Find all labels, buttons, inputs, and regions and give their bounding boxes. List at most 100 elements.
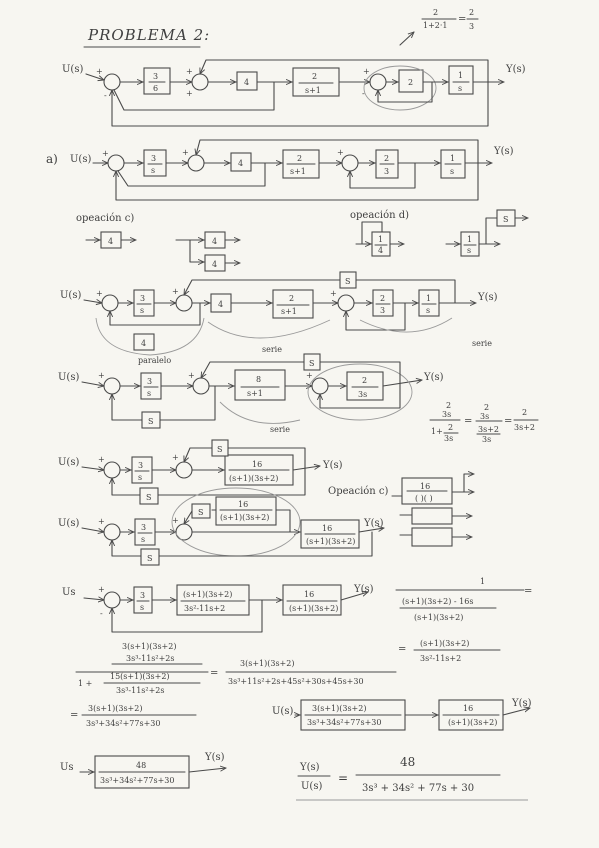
block-transfer bbox=[215, 496, 277, 526]
svg-text:U(s): U(s) bbox=[301, 781, 322, 792]
svg-text:3: 3 bbox=[147, 377, 152, 386]
svg-text:PROBLEMA 2:: PROBLEMA 2: bbox=[87, 26, 210, 44]
summing-junction bbox=[191, 73, 209, 91]
svg-text:3: 3 bbox=[384, 167, 389, 176]
svg-text:-: - bbox=[104, 91, 107, 100]
svg-text:S: S bbox=[309, 359, 314, 368]
svg-text:3s: 3s bbox=[482, 435, 491, 444]
svg-text:2: 2 bbox=[384, 154, 389, 163]
summing-junction bbox=[103, 591, 121, 609]
svg-text:U(s): U(s) bbox=[62, 64, 83, 75]
svg-text:s+1: s+1 bbox=[281, 307, 297, 316]
option-c: opeación c) 4 4 4 bbox=[76, 213, 240, 272]
svg-text:3: 3 bbox=[140, 294, 145, 303]
svg-text:=: = bbox=[504, 416, 512, 427]
svg-text:+: + bbox=[188, 371, 195, 380]
option-d: opeación d) 1 4 1 s S bbox=[350, 209, 528, 257]
svg-text:+: + bbox=[102, 149, 109, 158]
svg-text:U(s): U(s) bbox=[60, 290, 81, 301]
diagram-step-4: U(s) + 3 s + 8 s+1 + 2 3s Y(s) S S bbox=[58, 353, 444, 434]
svg-text:2: 2 bbox=[362, 376, 367, 385]
svg-text:+: + bbox=[98, 455, 105, 464]
svg-text:S: S bbox=[198, 508, 203, 517]
svg-text:2: 2 bbox=[446, 401, 451, 410]
svg-text:4: 4 bbox=[244, 78, 249, 87]
svg-text:+: + bbox=[96, 289, 103, 298]
svg-text:4: 4 bbox=[141, 339, 146, 348]
diagram-step-6: U(s) + 3 s + S 16 (s+1)(3s+2) 16 (s+1)(3… bbox=[58, 487, 384, 566]
svg-text:Y(s): Y(s) bbox=[363, 518, 384, 529]
svg-text:3s³+34s²+77s+30: 3s³+34s²+77s+30 bbox=[100, 776, 174, 785]
svg-text:Us: Us bbox=[60, 762, 74, 773]
equation-step-7: 1 (s+1)(3s+2) - 16s (s+1)(3s+2) = = (s+1… bbox=[395, 577, 532, 663]
svg-text:Y(s): Y(s) bbox=[477, 292, 498, 303]
svg-text:4: 4 bbox=[218, 300, 223, 309]
svg-text:+: + bbox=[363, 67, 370, 76]
svg-text:S: S bbox=[503, 215, 508, 224]
svg-text:+: + bbox=[98, 517, 105, 526]
summing-junction bbox=[311, 377, 329, 395]
svg-text:1: 1 bbox=[480, 577, 485, 586]
svg-text:Y(s): Y(s) bbox=[493, 146, 514, 157]
block-gain bbox=[230, 152, 252, 172]
svg-text:U(s): U(s) bbox=[70, 154, 91, 165]
diagram-a: a) U(s) + 3 s + 4 2 s+1 + 2 3 1 s Y(s) bbox=[46, 139, 514, 201]
summing-junction bbox=[187, 154, 205, 172]
svg-text:=: = bbox=[458, 14, 466, 25]
equation-step-9: = 3(s+1)(3s+2) 3s³+34s²+77s+30 bbox=[70, 704, 197, 728]
svg-text:3s: 3s bbox=[442, 410, 451, 419]
svg-text:Y(s): Y(s) bbox=[322, 460, 343, 471]
svg-text:1+: 1+ bbox=[431, 427, 443, 436]
svg-text:+: + bbox=[186, 89, 193, 98]
svg-text:+: + bbox=[172, 453, 179, 462]
svg-text:s: s bbox=[450, 167, 454, 176]
svg-text:+: + bbox=[172, 287, 179, 296]
svg-text:3s³-11s²+2s: 3s³-11s²+2s bbox=[116, 686, 165, 695]
svg-text:s+1: s+1 bbox=[247, 389, 263, 398]
diagram-step-7: Us + - 3 s (s+1)(3s+2) 3s²-11s+2 16 (s+1… bbox=[62, 584, 374, 633]
svg-text:(s+1)(3s+2): (s+1)(3s+2) bbox=[414, 613, 463, 622]
svg-text:2: 2 bbox=[312, 72, 317, 81]
svg-text:3: 3 bbox=[140, 591, 145, 600]
svg-text:=: = bbox=[398, 644, 406, 655]
svg-text:2: 2 bbox=[469, 8, 474, 17]
block-gain bbox=[140, 548, 160, 566]
equation-step-4: 2 3s 1+ 2 3s = 2 3s 3s+2 3s = 2 3s+2 bbox=[429, 401, 539, 444]
svg-text:2: 2 bbox=[433, 8, 438, 17]
equation-step-8: 3(s+1)(3s+2) 3s³-11s²+2s 1 + 15(s+1)(3s+… bbox=[75, 642, 397, 695]
diagram-final: Us 48 3s³+34s²+77s+30 Y(s) bbox=[60, 752, 226, 789]
summing-junction bbox=[175, 461, 193, 479]
svg-text:2: 2 bbox=[289, 294, 294, 303]
svg-text:s: s bbox=[147, 389, 151, 398]
svg-text:=: = bbox=[464, 416, 472, 427]
svg-text:Us: Us bbox=[62, 587, 76, 598]
svg-text:U(s): U(s) bbox=[58, 457, 79, 468]
svg-text:opeación c): opeación c) bbox=[76, 213, 134, 224]
diagram-step-5: U(s) + 3 s + 16 (s+1)(3s+2) Y(s) S S bbox=[58, 439, 343, 505]
svg-text:1: 1 bbox=[426, 294, 431, 303]
svg-text:+: + bbox=[186, 67, 193, 76]
svg-text:=: = bbox=[338, 771, 348, 785]
svg-text:+: + bbox=[172, 516, 179, 525]
svg-text:Y(s): Y(s) bbox=[299, 762, 320, 773]
block-transfer bbox=[176, 584, 250, 616]
block-transfer bbox=[292, 67, 340, 97]
svg-text:Y(s): Y(s) bbox=[505, 64, 526, 75]
block-transfer bbox=[272, 289, 314, 319]
svg-text:3s+2: 3s+2 bbox=[514, 423, 535, 432]
svg-text:3: 3 bbox=[151, 154, 156, 163]
block-gain bbox=[143, 67, 171, 95]
svg-text:s: s bbox=[458, 84, 462, 93]
svg-text:Y(s): Y(s) bbox=[511, 698, 532, 709]
svg-text:S: S bbox=[217, 445, 222, 454]
svg-text:s: s bbox=[151, 166, 155, 175]
svg-text:2: 2 bbox=[522, 408, 527, 417]
svg-text:2: 2 bbox=[408, 78, 413, 87]
block-gain bbox=[339, 271, 357, 289]
block-gain bbox=[139, 487, 159, 505]
svg-text:3s: 3s bbox=[444, 434, 453, 443]
block-transfer bbox=[234, 369, 286, 401]
svg-text:3s³ + 34s² + 77s + 30: 3s³ + 34s² + 77s + 30 bbox=[362, 783, 474, 794]
svg-text:=: = bbox=[210, 668, 218, 679]
